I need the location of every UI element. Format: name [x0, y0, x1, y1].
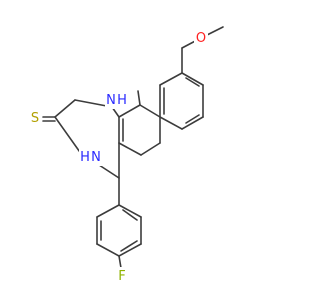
bond-line — [137, 90, 141, 106]
bond-line — [181, 72, 204, 86]
label-mask — [79, 148, 103, 166]
methoxy-oxygen-label: O — [196, 31, 206, 46]
bond-layer — [42, 26, 224, 269]
bond-line — [185, 114, 200, 124]
bond-line — [96, 243, 120, 257]
bond-line — [139, 104, 161, 118]
bond-line — [181, 116, 204, 130]
label-mask — [105, 91, 129, 109]
molecule-diagram: O S N H H N F — [28, 26, 224, 285]
nh-top-nitrogen-label: N — [106, 93, 116, 108]
bond-line — [54, 116, 83, 156]
bond-line — [118, 255, 122, 269]
structure-drawing: O S N H H N F — [28, 26, 224, 285]
bond-line — [140, 142, 161, 156]
bond-line — [118, 104, 141, 118]
bond-line — [54, 99, 76, 118]
bond-line — [122, 209, 138, 221]
label-mask — [28, 109, 42, 127]
nh-top-hydrogen-label: H — [117, 93, 127, 108]
bond-line — [159, 72, 183, 86]
label-mask — [194, 29, 208, 47]
nh-bottom-nitrogen-label: N — [91, 150, 101, 165]
bond-line — [118, 243, 142, 257]
bond-line — [120, 240, 138, 252]
thione-sulfur-label: S — [31, 111, 39, 126]
nh-bottom-hydrogen-label: H — [80, 150, 90, 165]
bond-line — [118, 142, 142, 156]
bond-line — [185, 77, 200, 87]
bond-line — [118, 204, 142, 218]
bond-line — [96, 204, 120, 218]
label-mask — [115, 267, 129, 285]
fluorine-label: F — [118, 269, 125, 284]
bond-line — [159, 116, 183, 130]
